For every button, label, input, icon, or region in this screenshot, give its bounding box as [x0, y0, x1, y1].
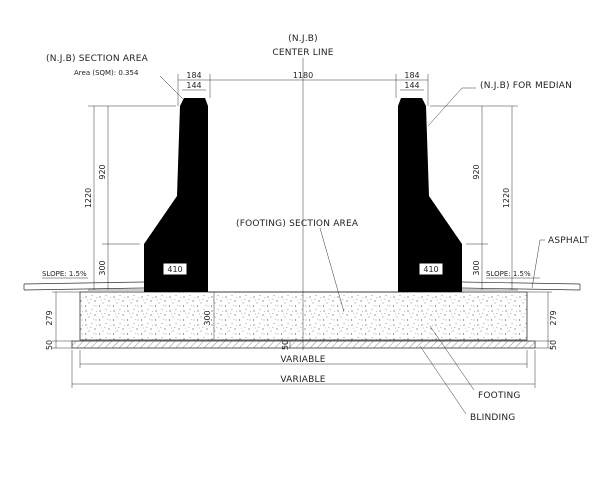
- njb-section-area-label: (N.J.B) SECTION AREA: [46, 54, 149, 64]
- asphalt-left: [23, 281, 145, 291]
- right-vertical-dimensions: [430, 105, 518, 291]
- leader-asphalt: [531, 239, 545, 289]
- blinding-layer: [71, 340, 536, 349]
- blinding-label: BLINDING: [470, 413, 515, 423]
- leader-footing: [429, 325, 475, 391]
- dim-279-right: 279: [549, 310, 558, 325]
- dim-50-blinding: 50: [281, 340, 290, 350]
- njb-for-median-label: (N.J.B) FOR MEDIAN: [480, 81, 572, 91]
- leader-blinding: [419, 345, 467, 415]
- dim-1220-right: 1220: [502, 188, 511, 208]
- footing-section-area-label: (FOOTING) SECTION AREA: [236, 219, 359, 229]
- slope-left-label: SLOPE: 1.5%: [42, 270, 87, 278]
- njb-barrier-left: [144, 98, 208, 292]
- njb-top-label: (N.J.B): [288, 34, 318, 44]
- dim-center-span: 1180: [293, 71, 313, 80]
- dim-300-right: 300: [472, 260, 481, 275]
- base-width-left: 410: [167, 265, 182, 274]
- variable-dimensions: [71, 350, 536, 388]
- dim-50-left: 50: [45, 340, 54, 350]
- dim-1220-left: 1220: [84, 188, 93, 208]
- left-vertical-dimensions: [88, 105, 176, 291]
- center-line-label: CENTER LINE: [272, 48, 333, 58]
- leader-njb-section: [159, 75, 185, 101]
- dim-920-left: 920: [98, 164, 107, 179]
- dim-50-right: 50: [549, 340, 558, 350]
- footing-label: FOOTING: [478, 391, 521, 401]
- dim-top-width-left: 184: [186, 71, 201, 80]
- dim-300-left: 300: [98, 260, 107, 275]
- dim-inner-width-right: 144: [404, 81, 419, 90]
- leader-njb-median: [427, 87, 476, 127]
- dim-920-right: 920: [472, 164, 481, 179]
- dim-300-footing: 300: [203, 310, 212, 325]
- leader-footing-section: [319, 227, 345, 313]
- variable-outer-label: VARIABLE: [280, 375, 325, 385]
- dim-top-width-right: 184: [404, 71, 419, 80]
- variable-inner-label: VARIABLE: [280, 355, 325, 365]
- area-sqm-label: Area (SQM): 0.354: [74, 69, 139, 77]
- asphalt-right: [461, 281, 581, 291]
- njb-barrier-right: [398, 98, 462, 292]
- dim-inner-width-left: 144: [186, 81, 201, 90]
- base-width-right: 410: [423, 265, 438, 274]
- asphalt-label: ASPHALT: [548, 236, 589, 246]
- dim-279-left: 279: [45, 310, 54, 325]
- slope-right-label: SLOPE: 1.5%: [486, 270, 531, 278]
- footing-slab: [79, 291, 528, 341]
- top-dimensions: [177, 74, 429, 106]
- footing-side-dimensions: [52, 291, 552, 349]
